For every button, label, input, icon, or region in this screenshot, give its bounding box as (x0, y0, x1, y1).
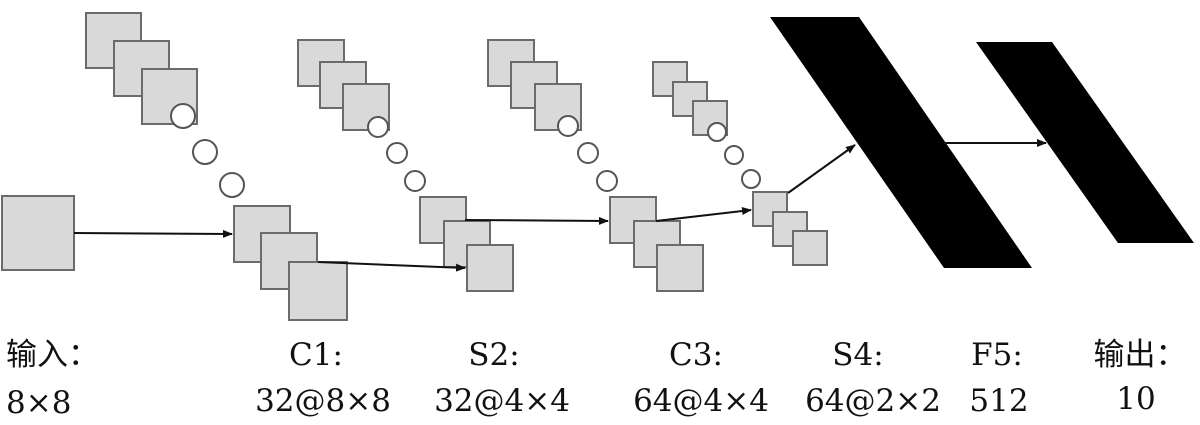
c3-feature-maps (487, 39, 704, 292)
s4-feature-maps (652, 61, 828, 266)
connection-arrows (73, 139, 1047, 272)
c3-layer-size: 64@4×4 (633, 383, 769, 419)
output-layer (976, 42, 1194, 243)
arrow-c1-to-s2 (317, 261, 466, 272)
s2-feature-maps (297, 39, 514, 292)
f5-layer-name: F5: (971, 337, 1023, 373)
arrow-input-to-c1 (73, 229, 233, 238)
s2-layer-size: 32@4×4 (434, 383, 570, 419)
input-layer-size: 8×8 (6, 385, 72, 421)
arrow-s4-to-f5 (787, 144, 856, 194)
f5-dense-layer (770, 17, 1032, 268)
s4-layer-size: 64@2×2 (805, 383, 941, 419)
arrow-c3-to-s4 (655, 207, 752, 222)
s4-layer-name: S4: (832, 337, 884, 373)
output-layer-size: 10 (1116, 381, 1156, 417)
c1-layer-name: C1: (289, 337, 343, 373)
c3-layer-name: C3: (669, 337, 723, 373)
input-layer-name: 输入： (6, 337, 99, 373)
f5-layer-size: 512 (969, 383, 1029, 419)
s2-layer-name: S2: (468, 337, 520, 373)
input-feature-map (1, 195, 75, 271)
c1-layer-size: 32@8×8 (255, 383, 391, 419)
c1-feature-maps (85, 12, 348, 321)
arrow-s2-to-c3 (464, 216, 609, 225)
output-layer-name: 输出： (1093, 337, 1187, 373)
